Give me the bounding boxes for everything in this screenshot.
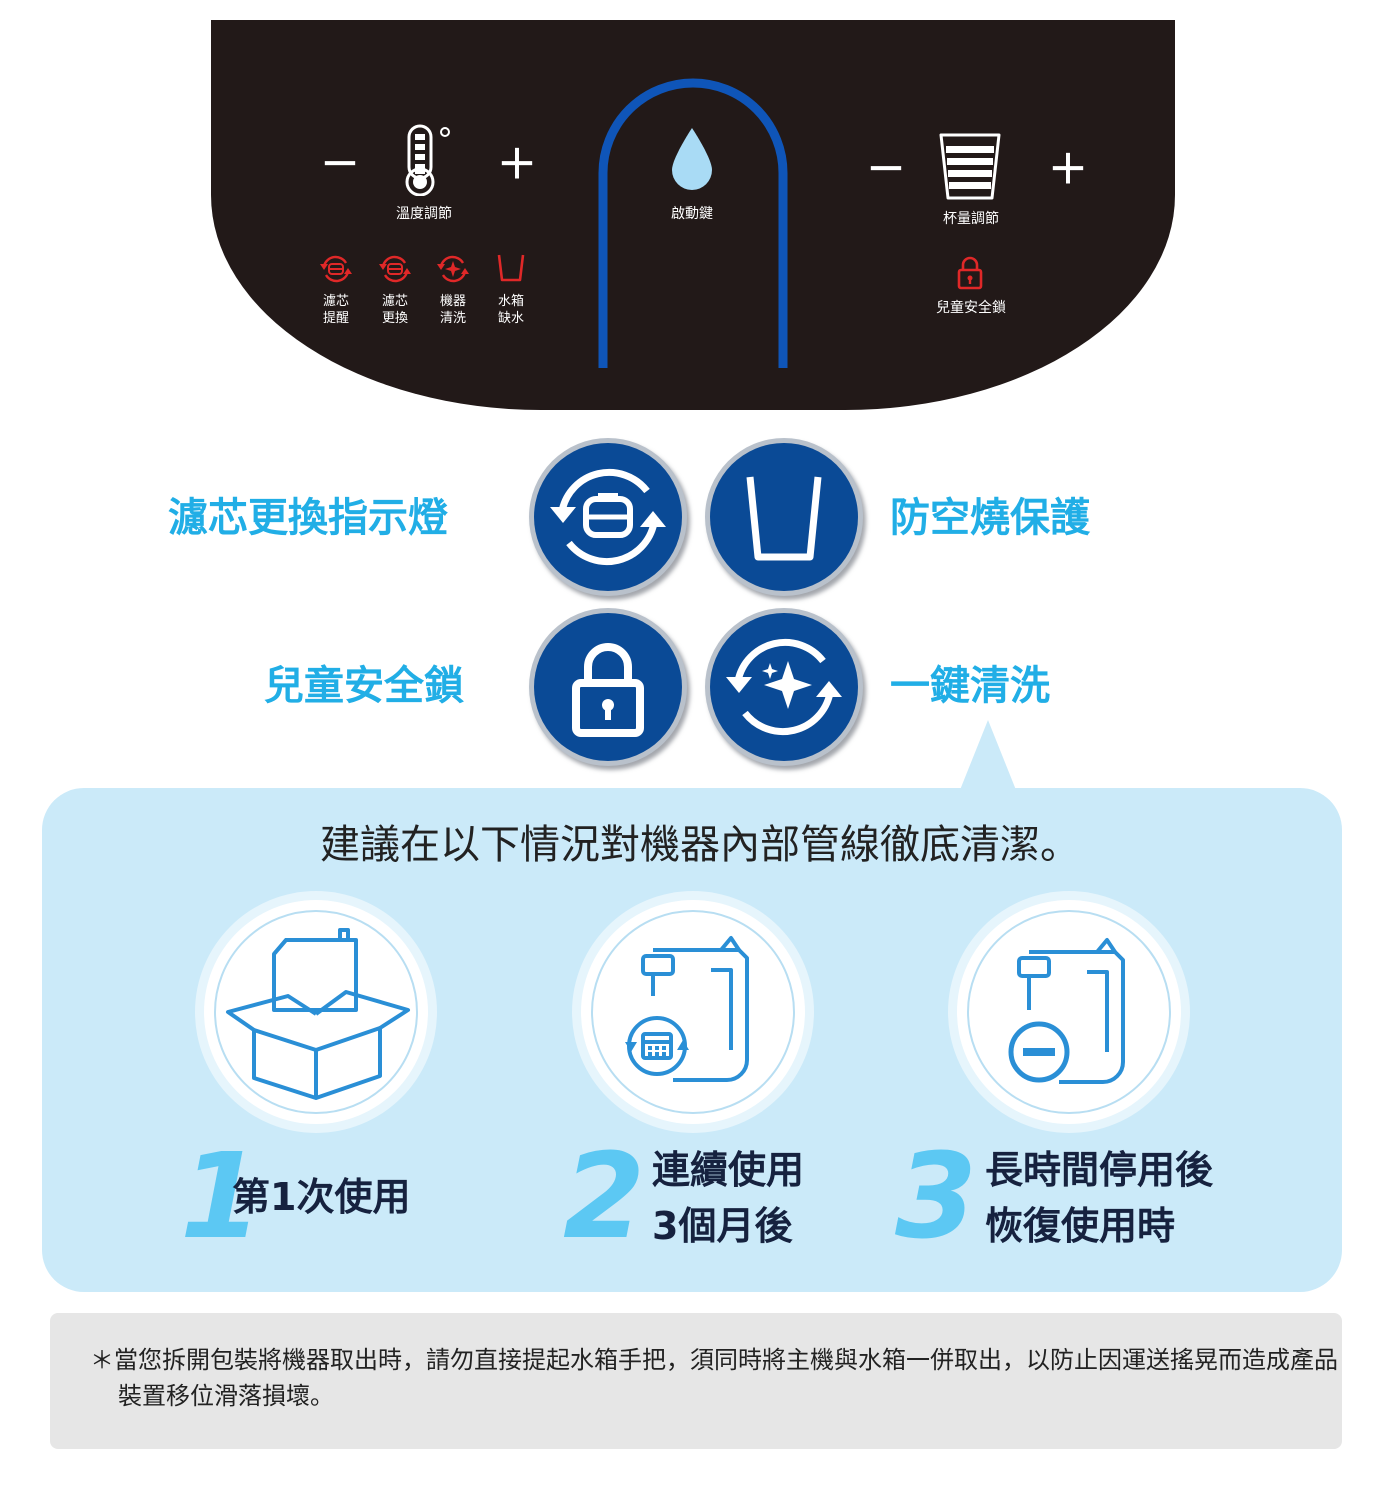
step-2-line1: 連續使用 [652,1148,805,1192]
step-2-circle [581,900,805,1124]
filter-change-icon [550,468,666,566]
step-1-line1: 第1次使用 [232,1175,411,1219]
filter-reminder-icon [320,255,352,283]
cup-plus-button[interactable]: ＋ [1048,147,1088,193]
cup-volume-icon [939,133,1001,200]
indicator-tank-empty: 水箱缺水 [497,294,524,326]
lock-icon [572,643,644,737]
minus-pause-icon [1008,938,1125,1084]
note-text: ＊當您拆開包裝將機器取出時，請勿直接提起水箱手把，須同時將主機與水箱一併取出，以… [90,1346,1338,1410]
feature-lock-circle [534,613,682,761]
step-2-number: 2 [563,1127,646,1265]
step-2-line2: 3個月後 [652,1204,793,1248]
feature-dry-label: 防空燒保護 [890,495,1090,541]
temp-minus-button[interactable]: － [320,142,360,188]
step-3-line1: 長時間停用後 [985,1148,1214,1192]
indicator-machine-clean: 機器清洗 [439,294,466,326]
empty-cup-icon [746,476,822,561]
water-tank-empty-icon [497,254,525,282]
start-button-arch[interactable] [598,78,788,378]
feature-filter-label: 濾芯更換指示燈 [168,495,448,541]
feature-filter-circle [534,443,682,591]
step-3-circle [957,900,1181,1124]
step-3-line2: 恢復使用時 [985,1204,1176,1248]
step-3-number: 3 [895,1127,978,1265]
step-1-number: 1 [180,1127,263,1265]
sparkle-clean-icon [726,638,842,736]
feature-lock-label: 兒童安全鎖 [264,663,464,709]
machine-clean-icon [437,255,469,283]
step-1-circle [204,900,428,1124]
info-box-pointer [960,720,1016,790]
cup-adjust-label: 杯量調節 [943,211,999,227]
child-lock-indicator-icon [957,256,983,290]
note-box [50,1313,1342,1449]
feature-dry-circle [710,443,858,591]
indicator-filter-reminder: 濾芯提醒 [322,294,349,326]
temp-adjust-label: 溫度調節 [396,206,452,222]
box-unpack-icon [226,928,410,1100]
child-lock-indicator-label: 兒童安全鎖 [936,300,1006,316]
temp-plus-button[interactable]: ＋ [497,142,537,188]
water-drop-icon[interactable] [669,126,715,194]
feature-clean-label: 一鍵清洗 [890,663,1050,709]
thermometer-icon [405,124,450,196]
calendar-cycle-icon [625,936,749,1082]
filter-replace-icon [379,255,411,283]
start-button-label: 啟動鍵 [671,206,713,222]
feature-clean-circle [710,613,858,761]
cup-minus-button[interactable]: － [866,147,906,193]
indicator-filter-replace: 濾芯更換 [381,294,408,326]
info-title: 建議在以下情況對機器內部管線徹底清潔。 [320,822,1080,868]
